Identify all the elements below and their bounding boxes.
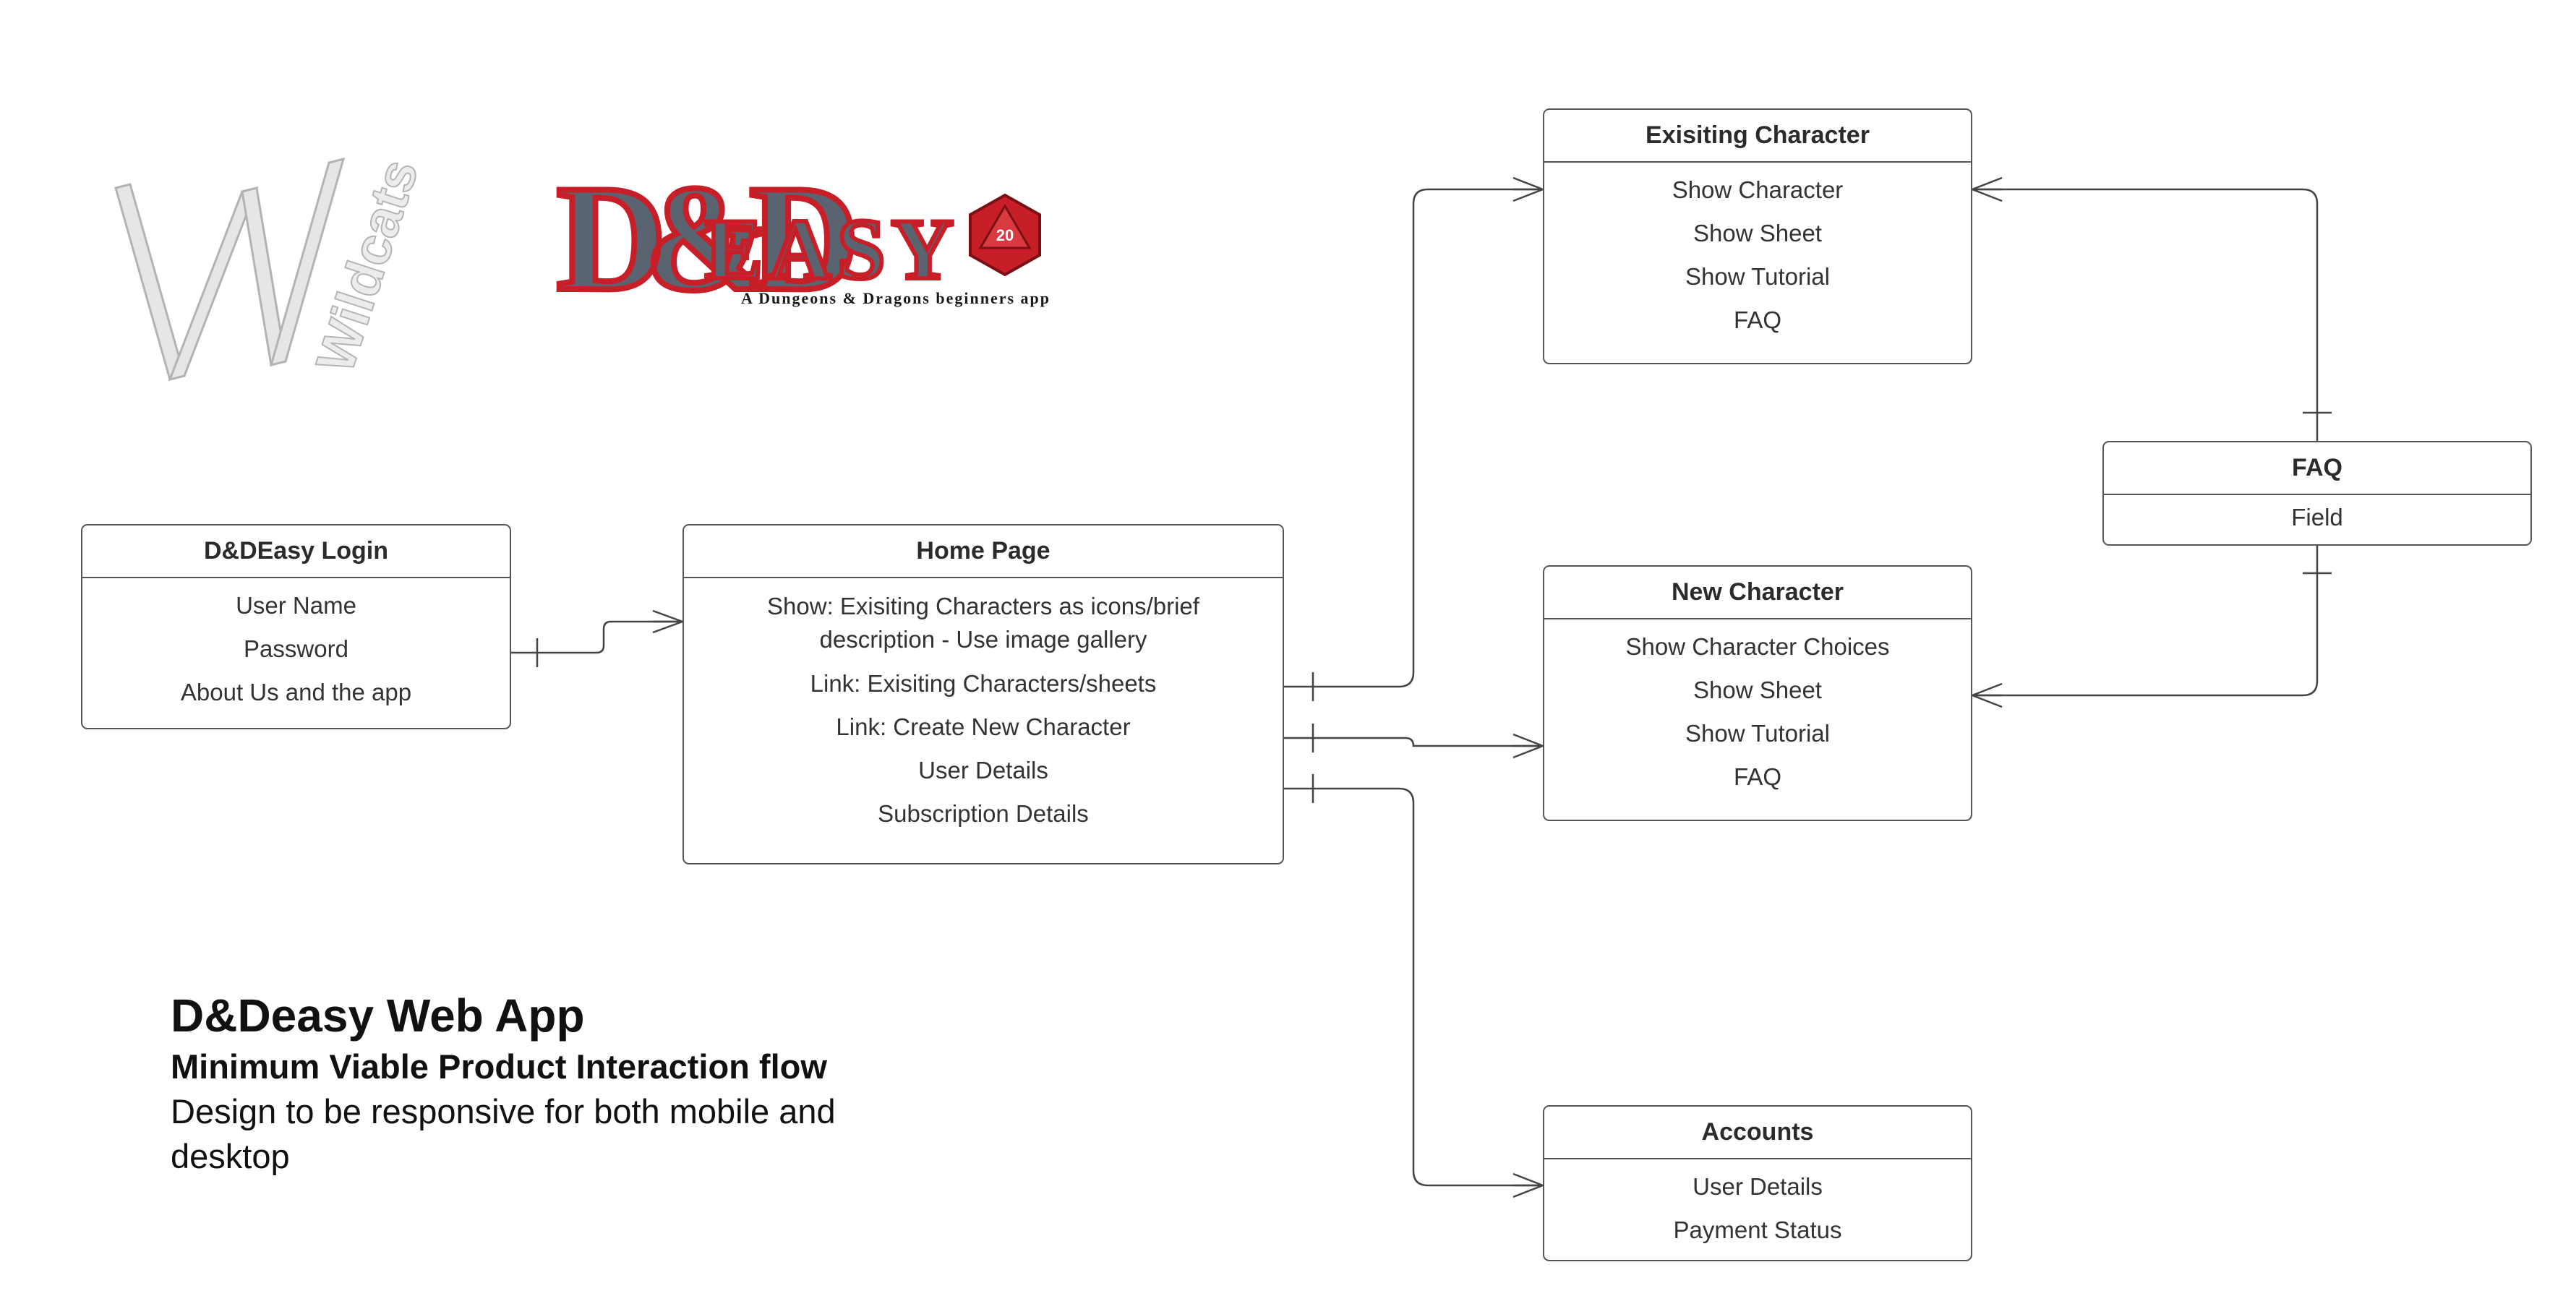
entity-accounts-row: Payment Status — [1673, 1216, 1842, 1243]
link-home-newchar — [1284, 737, 1543, 747]
wildcats-logo: Wildcats — [114, 152, 430, 382]
entity-accounts: Accounts User Details Payment Status — [1543, 1105, 1972, 1261]
entity-login-title: D&DEasy Login — [82, 525, 510, 578]
link-login-home — [511, 620, 682, 654]
entity-existing-character: Exisiting Character Show Character Show … — [1543, 108, 1972, 364]
crowfoot-accounts-left — [1512, 1172, 1544, 1198]
d20-die-icon: 20 — [969, 193, 1041, 277]
crowfoot-existing-right — [1972, 176, 2003, 202]
link-existing-faq — [1972, 188, 2319, 441]
entity-home-row: Show: Exisiting Characters as icons/brie… — [767, 593, 1199, 653]
caption-description: Design to be responsive for both mobile … — [171, 1092, 836, 1175]
entity-login-row: Password — [244, 635, 348, 662]
entity-newchar-row: Show Sheet — [1693, 677, 1822, 703]
entity-new-character: New Character Show Character Choices Sho… — [1543, 565, 1972, 821]
crowfoot-home-left — [652, 609, 683, 634]
entity-faq-row: Field — [2291, 504, 2343, 531]
entity-existing-row: Show Tutorial — [1685, 263, 1830, 290]
entity-newchar-title: New Character — [1544, 567, 1971, 619]
dnd-easy-wordmark: EASY — [705, 201, 959, 297]
crowfoot-newchar-right — [1972, 682, 2003, 708]
diagram-caption: D&Deasy Web App Minimum Viable Product I… — [171, 987, 966, 1179]
link-newchar-faq — [1972, 546, 2319, 697]
crowfoot-newchar-left — [1512, 733, 1544, 759]
dnd-letters: D&D — [557, 159, 852, 322]
caption-title: D&Deasy Web App — [171, 990, 585, 1042]
entity-existing-row: FAQ — [1733, 306, 1782, 333]
entity-accounts-title: Accounts — [1544, 1107, 1971, 1159]
entity-home-title: Home Page — [684, 525, 1283, 578]
entity-accounts-row: User Details — [1693, 1173, 1823, 1200]
caption-subtitle: Minimum Viable Product Interaction flow — [171, 1047, 827, 1086]
entity-newchar-row: Show Character Choices — [1625, 633, 1890, 660]
dnd-tagline: A Dungeons & Dragons beginners app — [741, 289, 1050, 307]
entity-existing-title: Exisiting Character — [1544, 110, 1971, 163]
entity-login-row: User Name — [236, 592, 356, 619]
entity-login: D&DEasy Login User Name Password About U… — [81, 524, 511, 729]
dndeasy-logo: D&D EASY 20 A Dungeons & Dragons beginne… — [554, 159, 1050, 325]
entity-faq-title: FAQ — [2104, 442, 2530, 495]
entity-home-row: Link: Create New Character — [836, 713, 1131, 740]
entity-home: Home Page Show: Exisiting Characters as … — [682, 524, 1284, 864]
entity-newchar-row: FAQ — [1733, 763, 1782, 790]
entity-newchar-row: Show Tutorial — [1685, 720, 1830, 747]
entity-faq: FAQ Field — [2102, 441, 2532, 546]
crowfoot-existing-left — [1512, 176, 1544, 202]
link-home-existing — [1284, 188, 1543, 688]
entity-home-row: Link: Exisiting Characters/sheets — [810, 670, 1157, 697]
entity-home-row: User Details — [918, 757, 1048, 784]
svg-text:20: 20 — [996, 226, 1014, 244]
entity-home-row: Subscription Details — [878, 800, 1089, 827]
link-home-accounts — [1284, 787, 1543, 1187]
entity-existing-row: Show Character — [1672, 176, 1844, 203]
entity-login-row: About Us and the app — [180, 679, 412, 705]
entity-existing-row: Show Sheet — [1693, 220, 1822, 246]
